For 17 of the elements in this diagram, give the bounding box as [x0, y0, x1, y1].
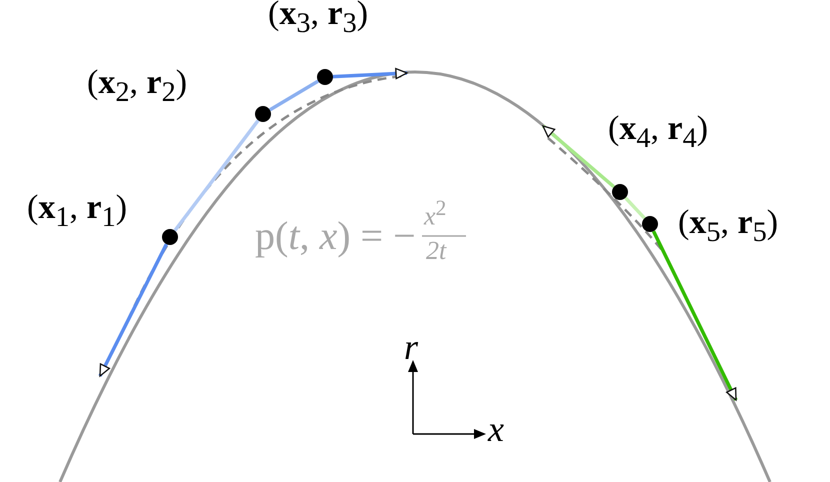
- arrow: [652, 230, 738, 401]
- point-label: (x$_{2}$, r$_{2}$): [87, 64, 188, 109]
- line: [173, 119, 260, 232]
- point-label: (x$_{3}$, r$_{3}$): [268, 0, 368, 40]
- arrow: [542, 124, 616, 188]
- axis-label: x: [488, 408, 504, 450]
- line: [624, 196, 646, 220]
- fraction-denominator: 2t: [426, 236, 446, 266]
- point-label: (x$_{5}$, r$_{5}$): [678, 204, 778, 249]
- point-label: (x$_{1}$, r$_{1}$): [27, 189, 128, 234]
- line: [268, 80, 320, 112]
- arrow: [332, 68, 408, 80]
- axis-label: r: [404, 326, 418, 368]
- arrow: [98, 243, 168, 377]
- point-label: (x$_{4}$, r$_{4}$): [608, 110, 708, 155]
- formula: p(t, x) = −: [255, 212, 416, 259]
- fraction-numerator: x$^{2}$: [424, 196, 446, 232]
